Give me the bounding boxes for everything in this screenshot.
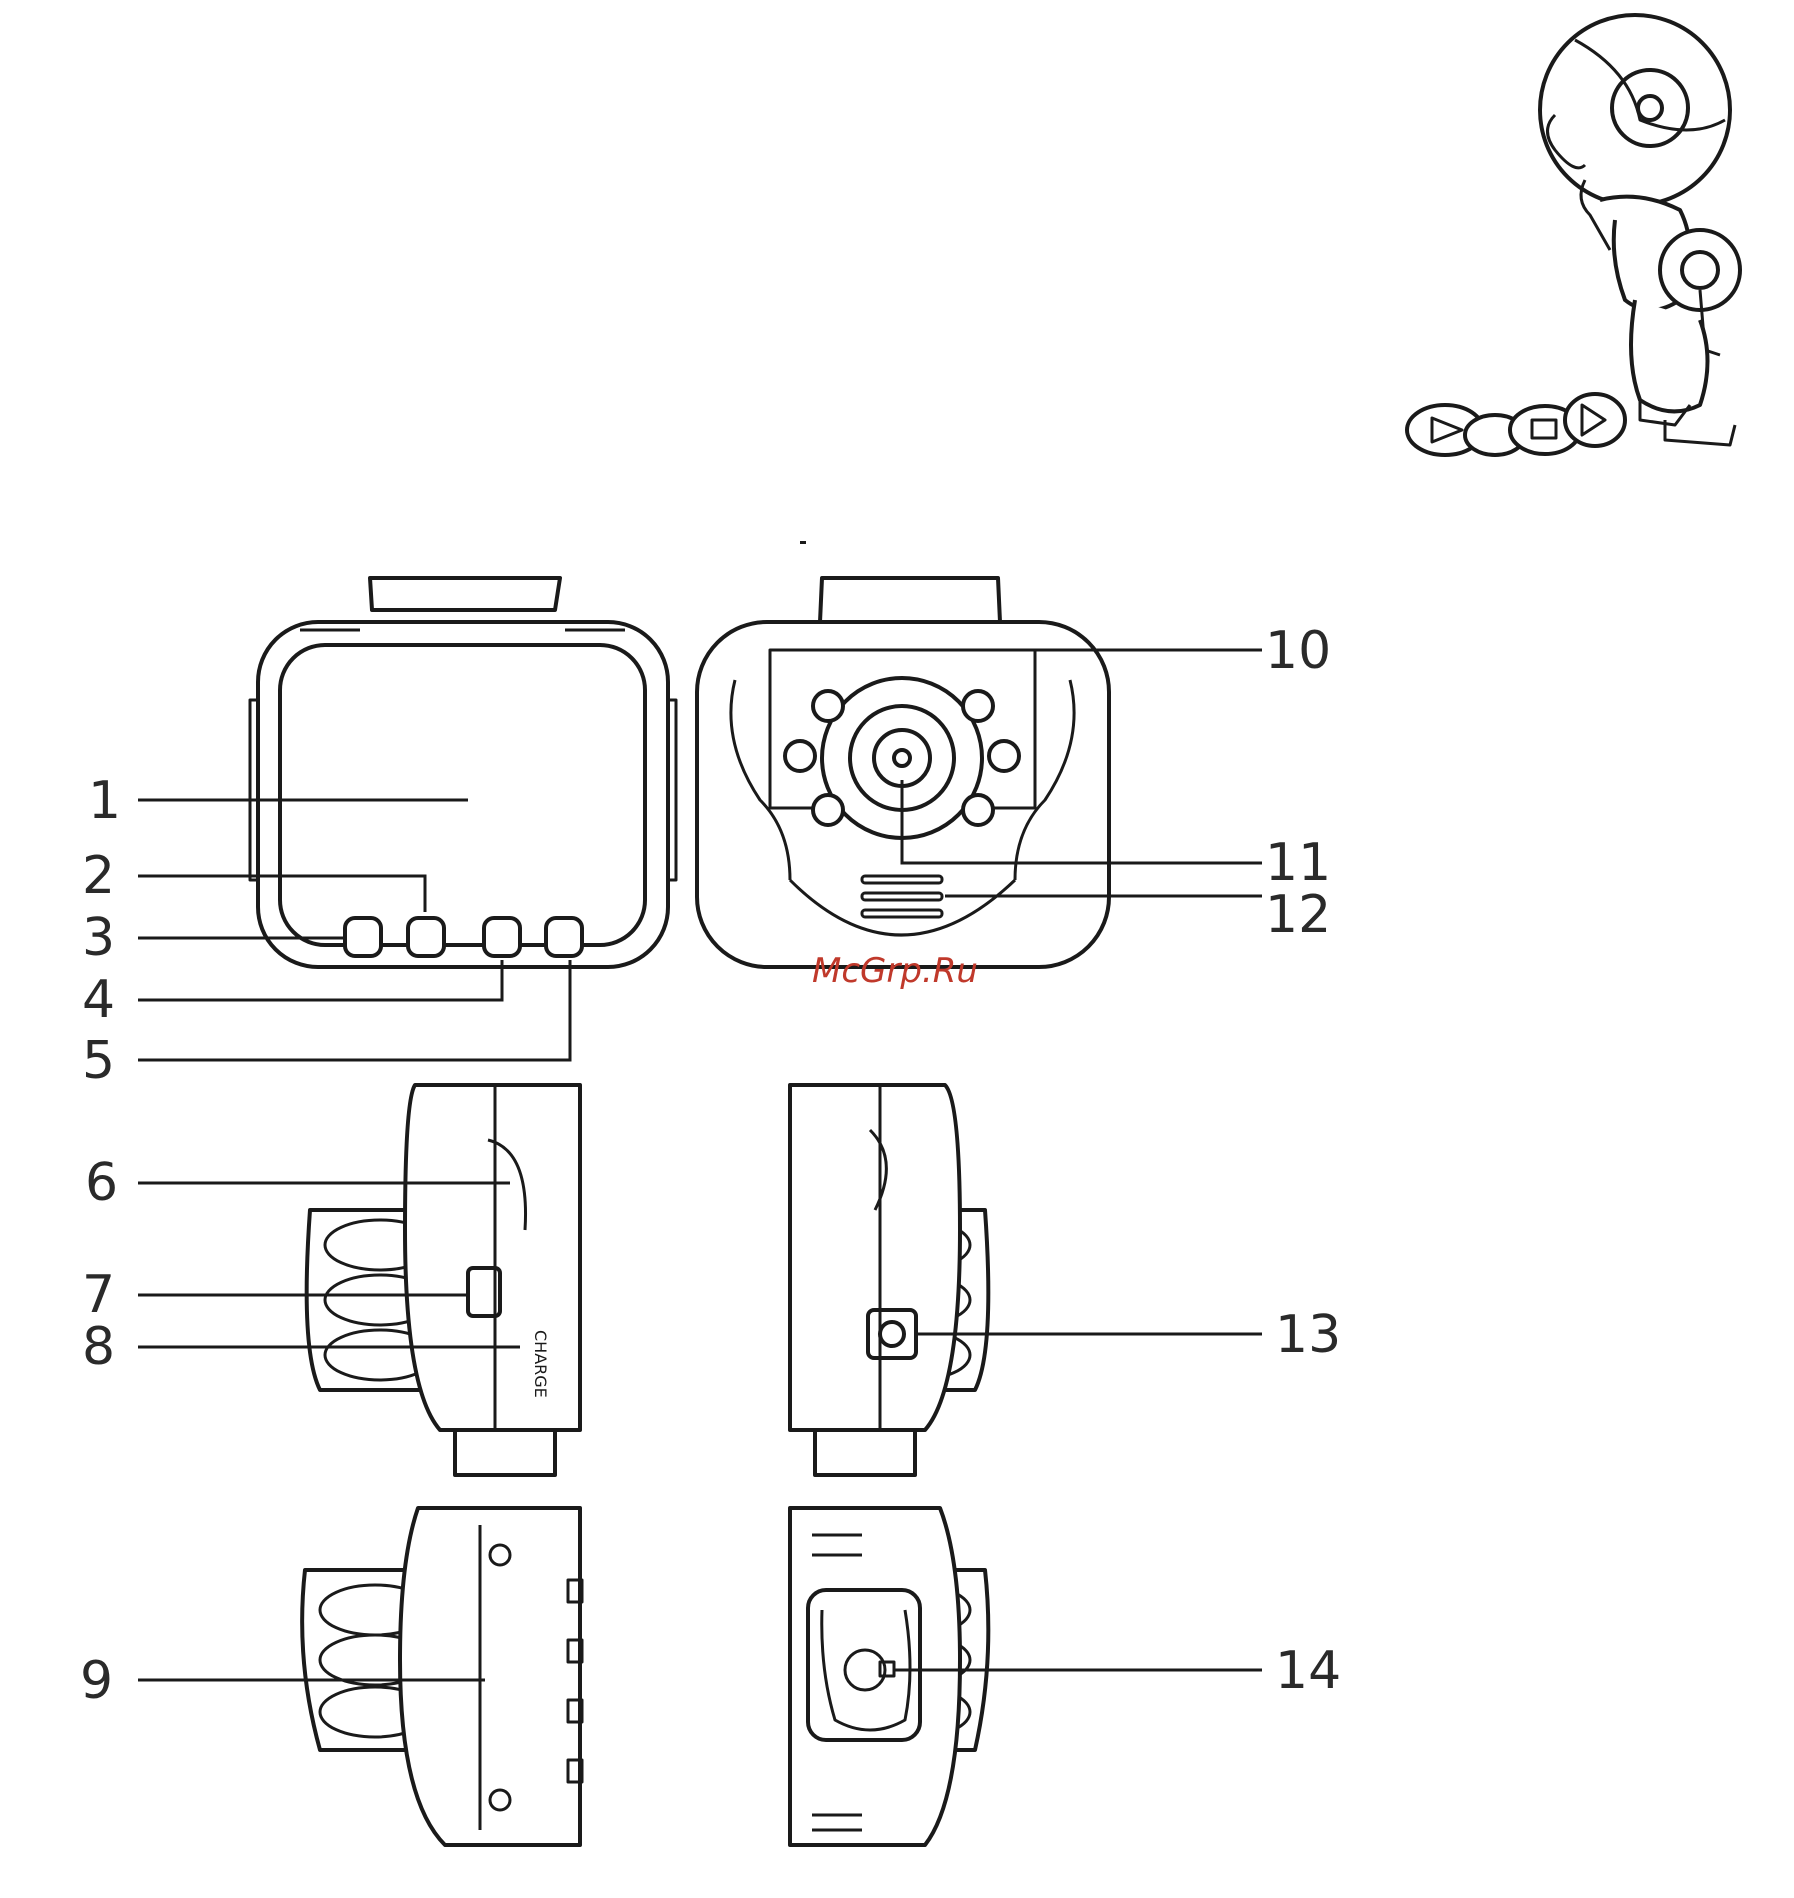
left-side-view: CHARGE <box>307 1085 580 1475</box>
top-view-left <box>302 1508 582 1845</box>
back-view <box>697 578 1109 967</box>
callout-1: 1 <box>88 771 121 831</box>
top-view-right <box>790 1508 988 1845</box>
front-view <box>250 578 676 967</box>
leader-5 <box>138 960 570 1060</box>
button-4-shape <box>484 918 520 956</box>
watermark: McGrp.Ru <box>812 951 978 991</box>
callout-11: 11 <box>1265 833 1331 893</box>
svg-text:CHARGE: CHARGE <box>531 1330 550 1398</box>
stray-mark <box>800 541 806 544</box>
callout-9: 9 <box>80 1651 113 1711</box>
button-5-shape <box>546 918 582 956</box>
button-2-shape <box>408 918 444 956</box>
callout-7: 7 <box>82 1265 115 1325</box>
callout-2: 2 <box>82 846 115 906</box>
callout-14: 14 <box>1275 1641 1341 1701</box>
callout-10: 10 <box>1265 621 1331 681</box>
callout-5: 5 <box>82 1031 115 1091</box>
callout-12: 12 <box>1265 885 1331 945</box>
callout-3: 3 <box>82 908 115 968</box>
callout-8: 8 <box>82 1317 115 1377</box>
right-side-view <box>790 1085 988 1475</box>
callout-6: 6 <box>85 1153 118 1213</box>
callout-4: 4 <box>82 970 115 1030</box>
button-3-shape <box>345 918 381 956</box>
callout-13: 13 <box>1275 1305 1341 1365</box>
robot-mascot-icon <box>1407 15 1740 455</box>
